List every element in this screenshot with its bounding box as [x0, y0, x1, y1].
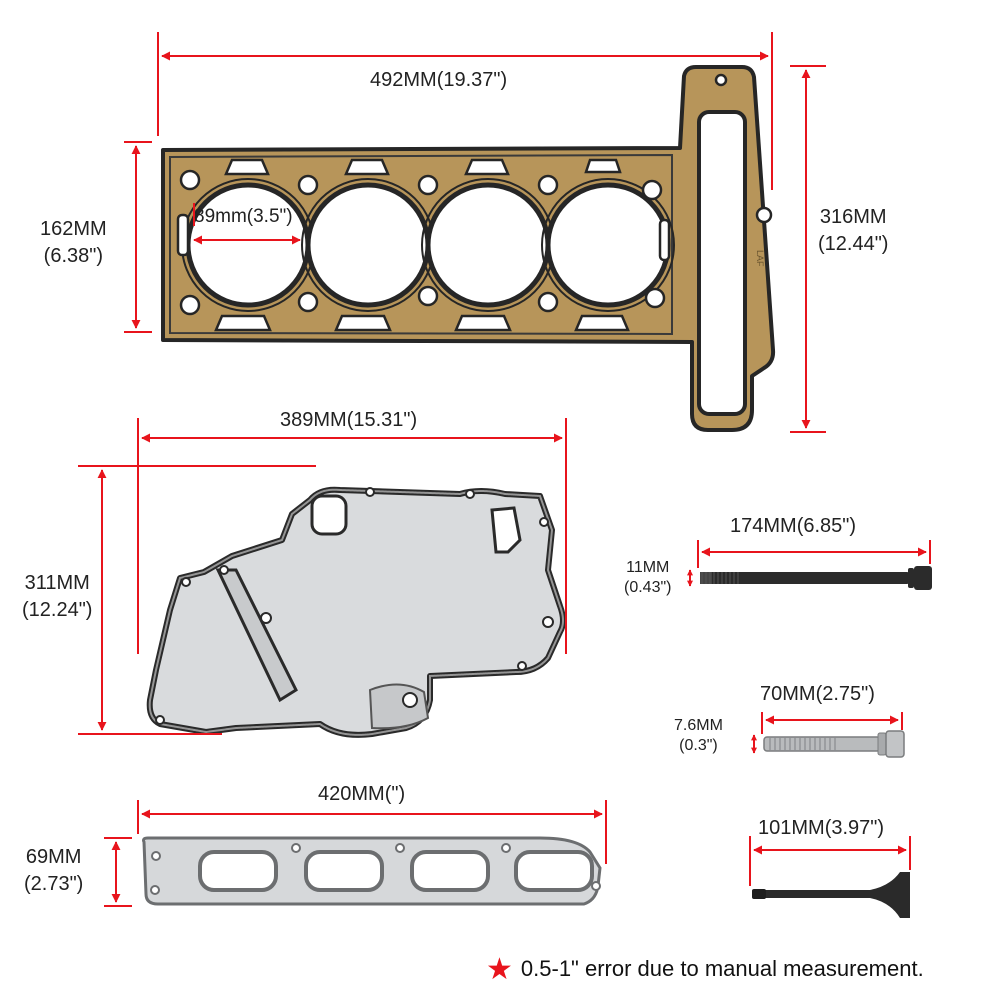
short-bolt-diameter-mm: 7.6MM — [674, 717, 723, 734]
head-gasket-width-in: (6.38") — [43, 245, 104, 267]
bolt-holes — [150, 843, 601, 895]
valve — [752, 872, 910, 918]
gasket-stamp: LAF — [755, 250, 765, 267]
head-bolt-diameter-in: (0.43") — [624, 579, 672, 596]
water-passages — [176, 158, 671, 332]
exhaust-gasket-height-in: (2.73") — [24, 873, 84, 895]
short-bolt-diameter-label: 7.6MM (0.3") — [674, 716, 723, 756]
head-gasket-width-label: 162MM (6.38") — [40, 216, 107, 270]
short-bolt — [763, 730, 905, 758]
cylinder-bore — [421, 178, 555, 312]
bolt-holes — [179, 73, 773, 316]
head-bolt-length-label: 174MM(6.85") — [730, 515, 857, 537]
head-gasket: LAF — [161, 65, 776, 432]
timing-cover-height-mm: 311MM — [24, 572, 90, 594]
dimension-lines — [78, 32, 931, 907]
head-gasket-height-label: 316MM (12.44") — [818, 204, 888, 258]
head-bolt — [700, 566, 932, 590]
valve-length-label: 101MM(3.97") — [758, 817, 885, 839]
bolt-holes — [155, 487, 554, 725]
measurement-note-text: 0.5-1" error due to manual measurement. — [520, 956, 924, 981]
timing-cover-height-label: 311MM (12.24") — [22, 570, 92, 624]
short-bolt-diameter-in: (0.3") — [679, 737, 718, 754]
short-bolt-length-label: 70MM(2.75") — [760, 683, 875, 705]
star-icon: ★ — [486, 953, 513, 986]
bore-diameter-label: 89mm(3.5") — [194, 206, 293, 227]
timing-cover-height-in: (12.24") — [22, 599, 93, 621]
exhaust-gasket-height-label: 69MM (2.73") — [24, 844, 83, 898]
head-gasket-width-mm: 162MM — [40, 218, 107, 240]
measurement-note: ★ 0.5-1" error due to manual measurement. — [486, 952, 924, 987]
timing-cover-gasket — [146, 486, 566, 738]
exhaust-ports — [198, 850, 594, 892]
head-gasket-height-mm: 316MM — [819, 206, 887, 228]
head-gasket-height-in: (12.44") — [818, 233, 889, 255]
cylinder-bore — [301, 178, 435, 312]
exhaust-gasket-length-label: 420MM(") — [318, 783, 406, 805]
exhaust-gasket-height-mm: 69MM — [25, 846, 82, 868]
head-bolt-diameter-label: 11MM (0.43") — [624, 558, 671, 598]
timing-cover-width-label: 389MM(15.31") — [280, 409, 418, 431]
exhaust-manifold-gasket — [142, 836, 602, 906]
head-gasket-length-label: 492MM(19.37") — [370, 69, 508, 91]
head-bolt-diameter-mm: 11MM — [626, 559, 670, 576]
cylinder-bore — [181, 178, 315, 312]
